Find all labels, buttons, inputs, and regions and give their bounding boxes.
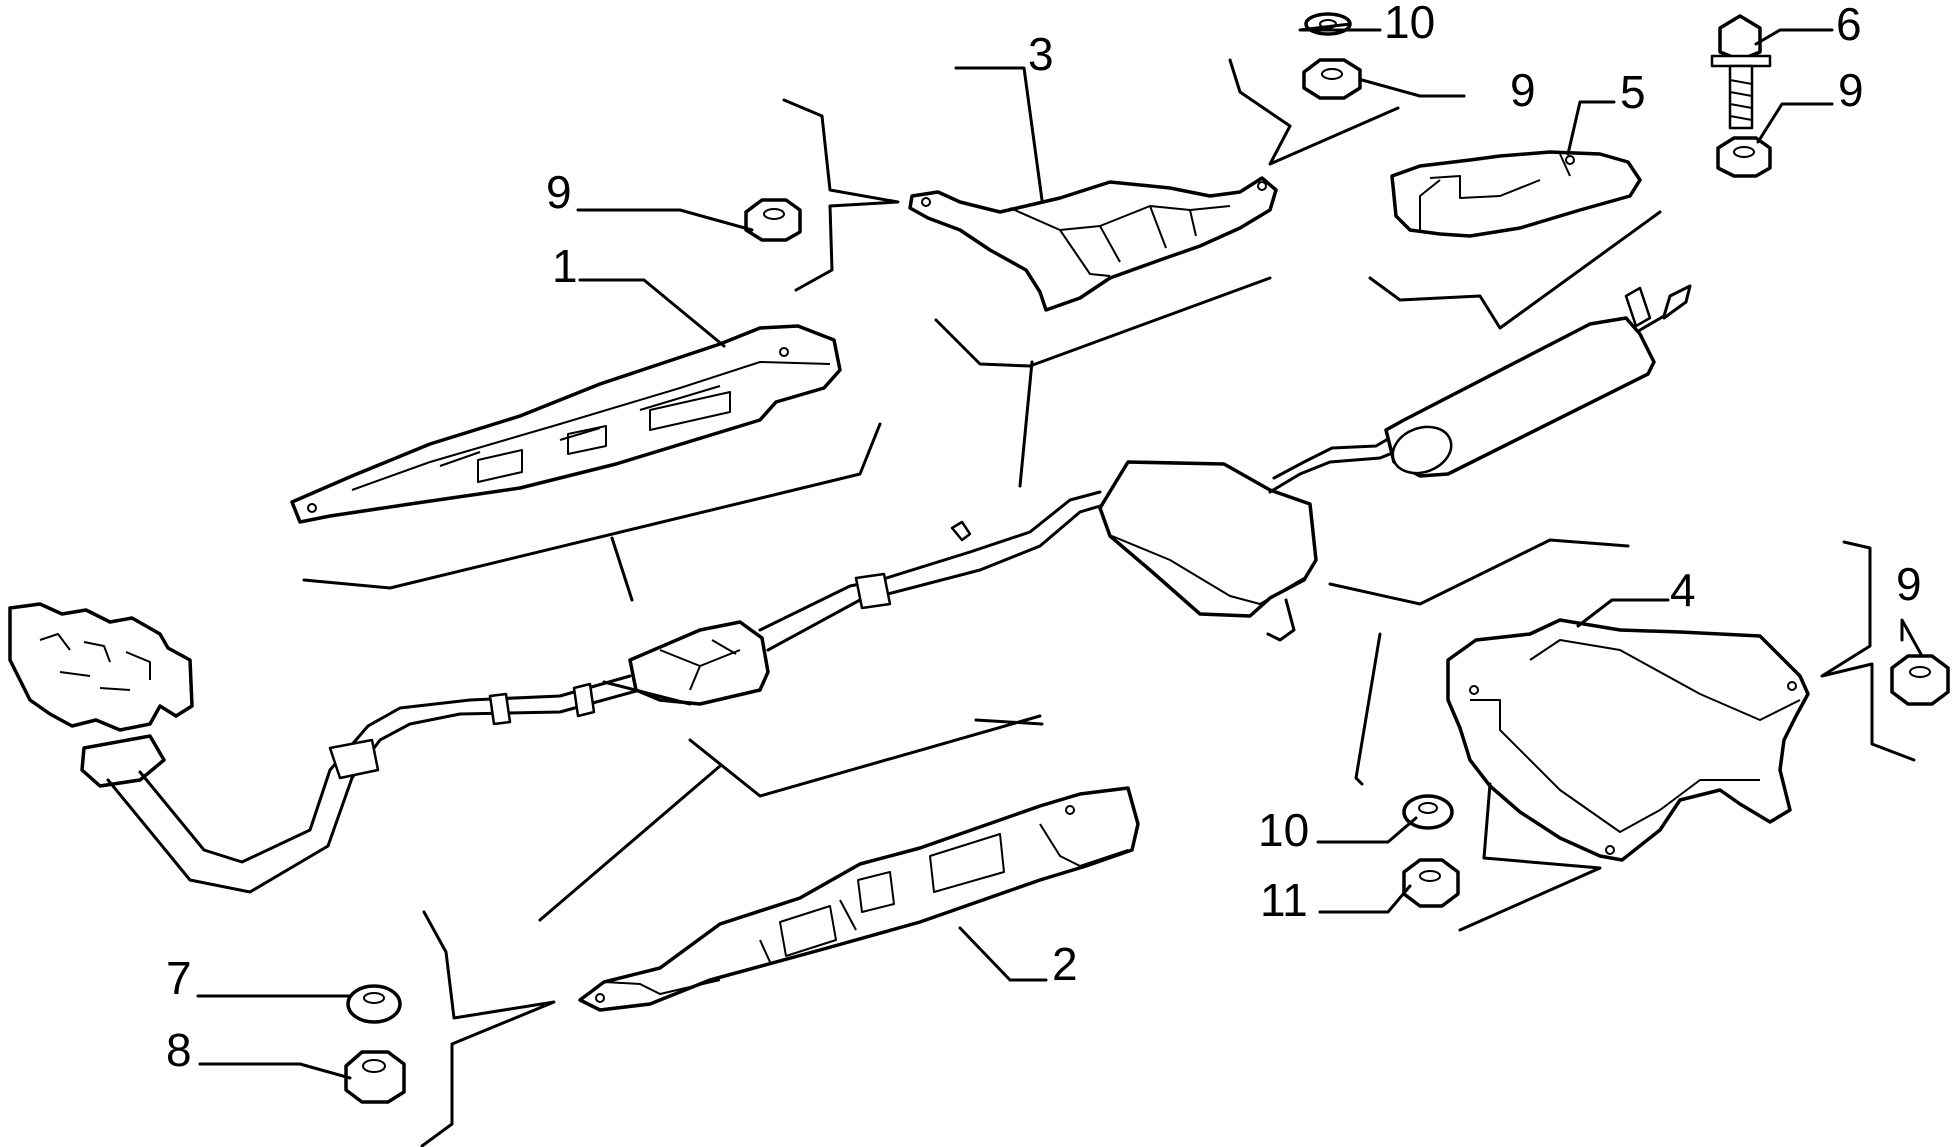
heat-shield-1	[290, 324, 842, 524]
callout-4: 4	[1670, 564, 1696, 616]
callout-11: 11	[1260, 874, 1308, 926]
callout-labels: 9 1 3 10 9 5 6 9 4 9 10 11 2 7 8	[166, 0, 1922, 1076]
callout-8: 8	[166, 1024, 192, 1076]
fasteners	[344, 12, 1950, 1104]
callout-5: 5	[1620, 66, 1646, 118]
callout-1: 1	[552, 240, 578, 292]
exhaust-manifold	[8, 602, 194, 732]
callout-9-left: 9	[546, 166, 572, 218]
exhaust-pipe-assembly	[8, 284, 1692, 894]
catalytic-converter	[628, 620, 770, 706]
callout-9-top: 9	[1510, 64, 1536, 116]
callout-10-top: 10	[1384, 0, 1435, 48]
callout-3: 3	[1028, 28, 1054, 80]
callout-10-bottom: 10	[1258, 804, 1309, 856]
center-silencer	[1098, 460, 1318, 618]
manifold-flange	[80, 734, 166, 788]
callout-9-far-right: 9	[1896, 558, 1922, 610]
assembly-lines	[302, 58, 1916, 1147]
heat-shield-4	[1446, 618, 1810, 862]
heat-shield-2	[578, 786, 1140, 1012]
leader-lines	[196, 22, 1924, 1080]
heat-shield-3	[908, 176, 1278, 312]
callout-2: 2	[1052, 938, 1078, 990]
callout-7: 7	[166, 952, 192, 1004]
callout-9-right: 9	[1838, 64, 1864, 116]
callout-6: 6	[1836, 0, 1862, 50]
heat-shield-5	[1390, 150, 1642, 238]
